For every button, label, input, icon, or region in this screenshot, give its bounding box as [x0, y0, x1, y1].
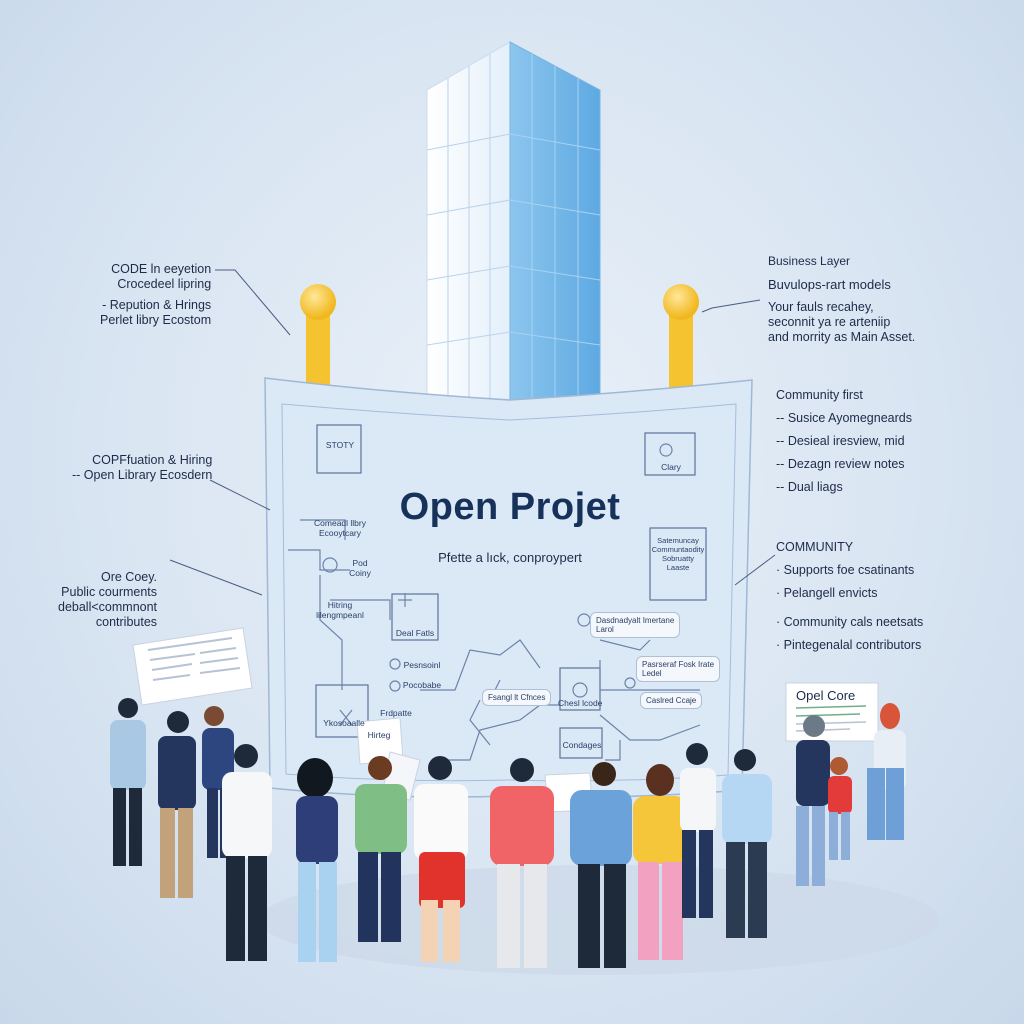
left-annotation-3: Ore Coey. Public courments deball<commno…	[58, 570, 157, 630]
poster-title: Open Projet	[399, 486, 621, 528]
annotation-line: -- Open Library Ecosdern	[72, 468, 213, 482]
annotation-item: -- Dezagn review notes	[776, 457, 905, 471]
poster-subtitle: Pfette a lıck, conproypert	[438, 550, 582, 565]
label-pesmi: Pesnsoinl	[403, 660, 441, 670]
label-frdpatte: Frdpatte	[380, 708, 412, 718]
label-small-note: Ykosoaalle	[323, 718, 365, 728]
person-icon	[828, 757, 852, 860]
annotation-line: contributes	[95, 615, 158, 629]
sign-board	[785, 682, 879, 742]
leader-line	[215, 269, 291, 336]
box-dual-label: Deal Fatls	[395, 628, 435, 638]
blueprint-sheet	[264, 377, 753, 798]
pill-mid: Pasrseraf Fosk Irate Ledel	[636, 656, 721, 682]
label-hirtng: Hirteg	[367, 730, 391, 740]
person-icon	[680, 743, 716, 918]
crowd	[110, 698, 906, 968]
pill-cashed: Caslred Ccaje	[640, 692, 703, 709]
annotation-line: and morrity as Main Asset.	[768, 330, 916, 344]
annotation-item: · Supports foe csatinants	[776, 563, 915, 577]
sign-board	[132, 627, 253, 706]
box-pod-label: Pod Coiny	[349, 558, 371, 578]
annotation-item: · Pintegenalal contributors	[776, 638, 922, 652]
person-icon	[867, 703, 906, 840]
annotation-heading: Community first	[776, 388, 863, 402]
annotation-line: Buvulops-rart models	[768, 277, 891, 292]
box-condages-label: Condages	[562, 740, 602, 750]
annotation-heading: COMMUNITY	[776, 540, 854, 554]
person-icon	[796, 715, 830, 886]
person-icon	[110, 698, 146, 866]
box-hiring-label: Hitring lilengmpeanl	[316, 600, 364, 620]
annotation-item: -- Susice Ayomegneards	[776, 411, 912, 425]
pill-top: Dasdnadyalt Imertane Larol	[590, 612, 681, 638]
person-icon	[222, 744, 272, 961]
annotation-item: · Pelangell envicts	[776, 586, 878, 600]
box-right-label: Satemuncay Communtaodity Sobruatty Laast…	[651, 536, 705, 572]
leader-line	[209, 479, 271, 511]
person-icon	[355, 756, 407, 942]
box-cheel-label: Chesl lcode	[558, 698, 603, 708]
person-icon	[414, 756, 468, 962]
annotation-item: · Community cals neetsats	[776, 615, 924, 629]
pill-left: Fsangl lt Cfnces	[482, 689, 552, 706]
right-sign-title: Opel Core	[796, 688, 856, 703]
label-pocobabe: Pocobabe	[402, 680, 442, 690]
leader-line	[169, 559, 263, 596]
person-icon	[296, 758, 338, 962]
left-annotation-1: CODE ln eeyetion Crocedeel lipring - Rep…	[100, 262, 211, 328]
box-ecosystem-label: Comeadl llbry Ecooytcary	[314, 518, 366, 538]
right-annotation-community-first: Community first -- Susice Ayomegneards -…	[776, 384, 912, 499]
right-pillar-icon	[663, 284, 699, 395]
annotation-item: -- Desieal iresview, mid	[776, 434, 905, 448]
right-annotation-community: COMMUNITY · Supports foe csatinants · Pe…	[776, 536, 923, 657]
annotation-line: COPFfuation & Hiring	[92, 453, 213, 467]
left-annotation-2: COPFfuation & Hiring -- Open Library Eco…	[72, 453, 212, 483]
leader-line	[734, 554, 776, 586]
box-story-label: STOTY	[325, 440, 355, 450]
annotation-heading: Business Layer	[768, 254, 851, 268]
annotation-line: - Repution & Hrings	[102, 298, 212, 312]
annotation-item: -- Dual liags	[776, 480, 843, 494]
annotation-line: Ore Coey.	[100, 570, 158, 584]
annotation-line: Perlet libry Ecostom	[100, 313, 212, 327]
box-clary-label: Clary	[661, 462, 681, 472]
tower-icon	[426, 41, 601, 401]
person-icon	[633, 764, 687, 960]
left-pillar-icon	[300, 284, 336, 395]
leader-line	[701, 299, 761, 313]
person-icon	[722, 749, 772, 938]
annotation-line: deball<commnont	[58, 600, 158, 614]
annotation-line: Your fauls recahey,	[768, 300, 874, 314]
annotation-line: seconnit ya re arteniip	[768, 315, 891, 329]
annotation-line: CODE ln eeyetion	[111, 262, 212, 276]
person-icon	[490, 758, 554, 968]
right-annotation-business: Business Layer Buvulops-rart models Your…	[768, 254, 915, 345]
person-icon	[158, 711, 196, 898]
annotation-line: Crocedeel lipring	[117, 277, 212, 291]
annotation-line: Public courments	[61, 585, 158, 599]
person-icon	[570, 762, 632, 968]
